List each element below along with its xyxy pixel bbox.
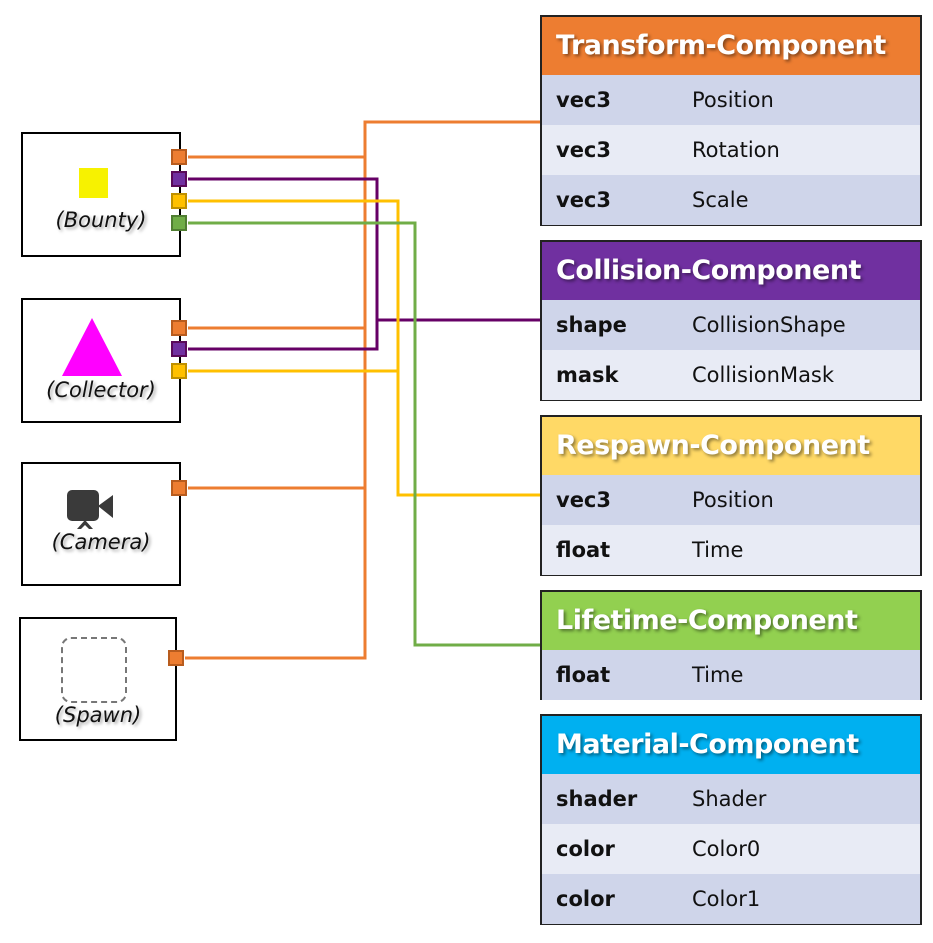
- field-row: vec3 Position: [542, 475, 920, 525]
- field-type: float: [556, 538, 611, 562]
- entity-spawn[interactable]: (Spawn): [19, 617, 177, 741]
- field-name: Position: [692, 488, 774, 512]
- field-name: Color0: [692, 837, 761, 861]
- field-row: vec3 Rotation: [542, 125, 920, 175]
- field-row: vec3 Scale: [542, 175, 920, 225]
- field-name: Color1: [692, 887, 761, 911]
- entity-label: (Collector): [46, 378, 156, 402]
- field-type: vec3: [556, 188, 611, 212]
- component-lifetime[interactable]: Lifetime-Component float Time: [540, 590, 922, 700]
- component-title: Transform-Component: [542, 17, 920, 75]
- field-type: vec3: [556, 138, 611, 162]
- port-camera-transform[interactable]: [171, 480, 187, 496]
- entity-collector[interactable]: (Collector): [21, 298, 181, 423]
- field-name: Shader: [692, 787, 767, 811]
- port-bounty-collision[interactable]: [171, 171, 187, 187]
- field-type: color: [556, 837, 615, 861]
- entity-label: (Spawn): [54, 703, 142, 727]
- field-row: color Color1: [542, 874, 920, 924]
- yellow-square-icon: [79, 168, 108, 198]
- component-title: Material-Component: [542, 716, 920, 774]
- port-collector-transform[interactable]: [171, 320, 187, 336]
- field-row: float Time: [542, 650, 920, 700]
- field-row: shader Shader: [542, 774, 920, 824]
- field-type: shader: [556, 787, 638, 811]
- field-row: mask CollisionMask: [542, 350, 920, 400]
- field-type: vec3: [556, 488, 611, 512]
- field-name: Rotation: [692, 138, 780, 162]
- field-row: float Time: [542, 525, 920, 575]
- dashed-square-icon: [61, 637, 127, 703]
- field-name: Scale: [692, 188, 749, 212]
- field-type: mask: [556, 363, 619, 387]
- field-name: CollisionMask: [692, 363, 835, 387]
- field-row: shape CollisionShape: [542, 300, 920, 350]
- field-row: color Color0: [542, 824, 920, 874]
- field-name: Position: [692, 88, 774, 112]
- port-collector-respawn[interactable]: [171, 363, 187, 379]
- field-type: float: [556, 663, 611, 687]
- field-row: vec3 Position: [542, 75, 920, 125]
- magenta-triangle-icon: [62, 318, 122, 376]
- component-title: Respawn-Component: [542, 417, 920, 475]
- component-respawn[interactable]: Respawn-Component vec3 Position float Time: [540, 415, 922, 576]
- entity-label: (Camera): [51, 530, 151, 554]
- port-bounty-respawn[interactable]: [171, 193, 187, 209]
- entity-camera[interactable]: (Camera): [21, 462, 181, 586]
- port-collector-collision[interactable]: [171, 341, 187, 357]
- component-title: Lifetime-Component: [542, 592, 920, 650]
- field-name: CollisionShape: [692, 313, 846, 337]
- entity-label: (Bounty): [55, 208, 147, 232]
- field-name: Time: [692, 538, 744, 562]
- entity-bounty[interactable]: (Bounty): [21, 132, 181, 257]
- field-type: shape: [556, 313, 627, 337]
- field-type: vec3: [556, 88, 611, 112]
- port-bounty-transform[interactable]: [171, 149, 187, 165]
- field-name: Time: [692, 663, 744, 687]
- camera-icon: [67, 490, 113, 529]
- port-spawn-transform[interactable]: [168, 650, 184, 666]
- port-bounty-lifetime[interactable]: [171, 215, 187, 231]
- field-type: color: [556, 887, 615, 911]
- component-title: Collision-Component: [542, 242, 920, 300]
